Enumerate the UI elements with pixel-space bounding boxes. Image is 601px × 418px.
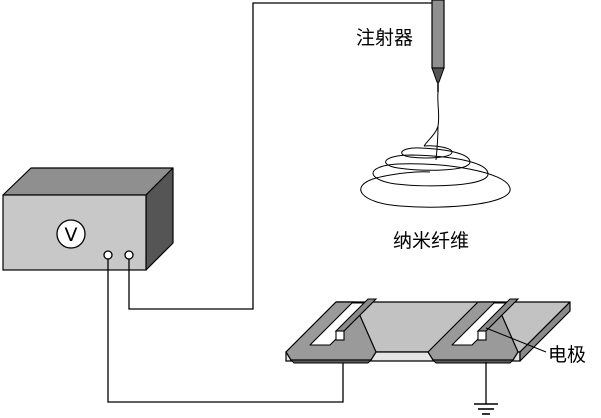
electrode-callout-line: [485, 327, 547, 353]
wire-to-electrode: [107, 259, 344, 403]
fiber-spiral: [360, 145, 511, 208]
fiber-jet-crossing: [435, 125, 439, 161]
terminal-right: [124, 250, 134, 260]
syringe-tip: [431, 67, 445, 83]
terminal-left: [103, 250, 113, 260]
electrode-left-face: [289, 359, 373, 364]
syringe-label: 注射器: [356, 27, 413, 49]
electrode-right-block: [477, 330, 487, 341]
voltmeter-dial: [56, 219, 86, 249]
fiber-jet-straight: [423, 91, 440, 147]
ground-symbol: [474, 362, 498, 415]
syringe: [431, 0, 445, 92]
electrode-right: [427, 298, 520, 364]
electrode-left-block: [335, 330, 345, 341]
power-supply-top: [2, 167, 174, 196]
electrode-right-face: [431, 359, 515, 364]
syringe-barrel: [431, 0, 445, 69]
voltmeter-symbol: V: [65, 224, 78, 246]
electrode-label: 电极: [548, 344, 586, 366]
nanofiber-jet: [360, 91, 511, 208]
electrode-left: [285, 298, 378, 364]
power-supply: V: [2, 167, 174, 271]
collector: [285, 298, 571, 364]
nanofiber-label: 纳米纤维: [393, 230, 469, 252]
